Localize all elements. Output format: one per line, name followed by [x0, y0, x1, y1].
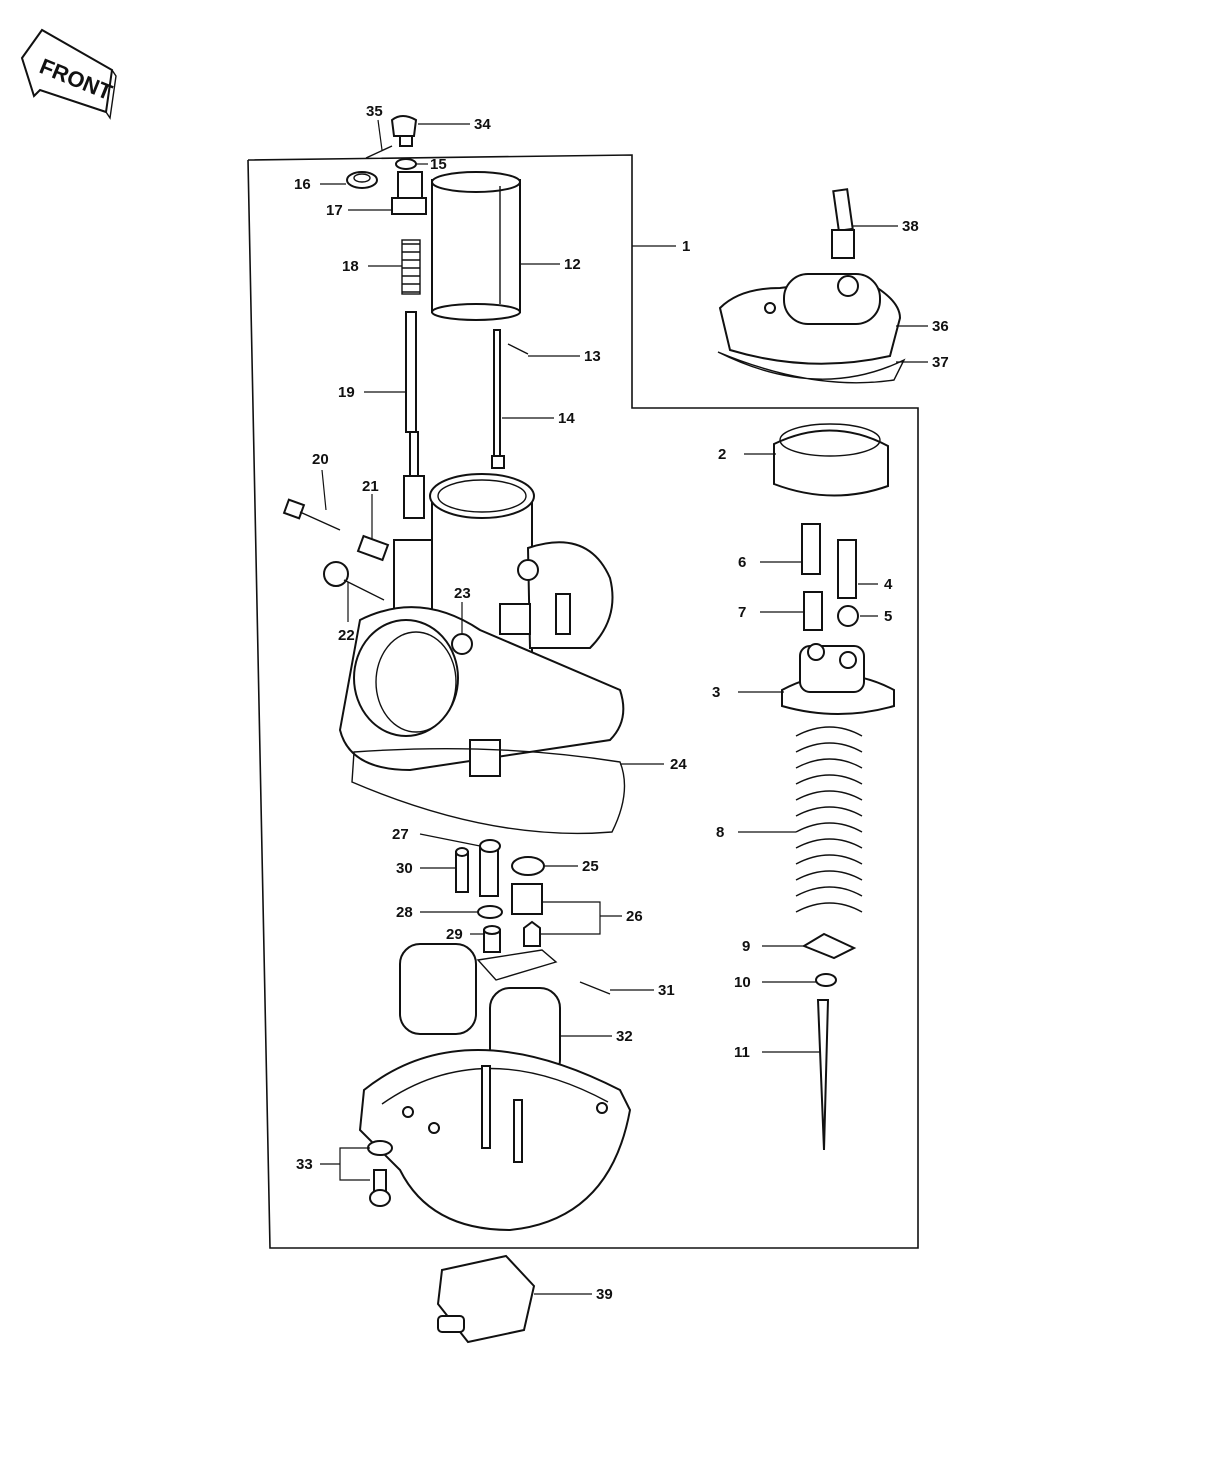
- callout-16: 16: [294, 176, 311, 193]
- main-jet-holder: [479, 839, 501, 897]
- float-bowl-gasket: [351, 747, 626, 835]
- callout-37: 37: [932, 354, 949, 371]
- callout-33: 33: [296, 1156, 313, 1173]
- pilot-spring: [507, 343, 529, 355]
- slide-cap: [781, 643, 895, 715]
- callout-34: 34: [474, 116, 491, 133]
- callout-11: 11: [734, 1044, 750, 1061]
- callout-7: 7: [738, 604, 746, 621]
- callout-32: 32: [616, 1028, 633, 1045]
- callout-24: 24: [670, 756, 687, 773]
- small-spring: [401, 239, 421, 295]
- o-ring: [511, 856, 545, 876]
- leader-lines: [320, 119, 928, 1295]
- top-screw: [831, 188, 855, 259]
- top-cover-gasket: [717, 351, 906, 384]
- drain-cover: [436, 1254, 536, 1344]
- top-cover: [718, 273, 902, 365]
- callout-10: 10: [734, 974, 751, 991]
- callout-12: 12: [564, 256, 581, 273]
- bowl-washer: [367, 1140, 393, 1156]
- callout-9: 9: [742, 938, 750, 955]
- callout-18: 18: [342, 258, 359, 275]
- callout-25: 25: [582, 858, 599, 875]
- jet-washer: [477, 905, 503, 919]
- front-arrow-icon: FRONT: [20, 28, 117, 120]
- assembly-frame: [247, 154, 919, 1249]
- callout-2: 2: [718, 446, 726, 463]
- callout-21: 21: [362, 478, 379, 495]
- bowl-screw: [369, 1169, 391, 1207]
- callout-8: 8: [716, 824, 724, 841]
- callout-23: 23: [454, 585, 471, 602]
- needle-jet: [483, 925, 501, 953]
- adjuster-nut: [346, 171, 378, 189]
- callout-38: 38: [902, 218, 919, 235]
- clamp-bolt: [323, 561, 385, 601]
- needle-washer: [815, 973, 837, 987]
- callout-15: 15: [430, 156, 447, 173]
- float-bowl: [358, 1049, 632, 1232]
- callout-30: 30: [396, 860, 413, 877]
- callout-17: 17: [326, 202, 343, 219]
- callout-1: 1: [682, 238, 690, 255]
- callout-13: 13: [584, 348, 601, 365]
- callout-6: 6: [738, 554, 746, 571]
- callout-26: 26: [626, 908, 643, 925]
- callout-27: 27: [392, 826, 409, 843]
- washer: [395, 158, 417, 170]
- callout-31: 31: [658, 982, 675, 999]
- cap-bolt: [390, 115, 418, 147]
- callout-29: 29: [446, 926, 463, 943]
- callout-28: 28: [396, 904, 413, 921]
- callout-22: 22: [338, 627, 355, 644]
- stop-nut: [837, 605, 859, 627]
- stop-bolt: [837, 539, 857, 599]
- callout-35: 35: [366, 103, 383, 120]
- guide-pin: [491, 329, 505, 469]
- callout-20: 20: [312, 451, 329, 468]
- callout-39: 39: [596, 1286, 613, 1303]
- carburetor-body: [338, 473, 625, 777]
- float-valve: [511, 883, 543, 947]
- top-ring: [773, 423, 889, 497]
- air-screw: [282, 498, 341, 531]
- callout-5: 5: [884, 608, 892, 625]
- callout-4: 4: [884, 576, 893, 593]
- pin: [365, 145, 393, 159]
- callout-3: 3: [712, 684, 720, 701]
- jet-needle: [816, 999, 830, 1151]
- pilot-jet: [455, 847, 469, 893]
- adjust-screw: [801, 523, 821, 575]
- callouts: 1 2 3 4 5 6 7 8 9 10 11 12 13 14 15 16 1…: [294, 103, 949, 1303]
- return-spring: [795, 726, 863, 913]
- throttle-valve: [431, 171, 521, 321]
- callout-19: 19: [338, 384, 355, 401]
- adjust-spring: [803, 591, 823, 631]
- needle-clip: [801, 932, 857, 960]
- callout-36: 36: [932, 318, 949, 335]
- float-pin: [579, 981, 611, 995]
- cable-adjuster: [391, 171, 427, 215]
- callout-14: 14: [558, 410, 575, 427]
- choke-plunger: [403, 311, 425, 519]
- air-screw-spring: [356, 534, 390, 562]
